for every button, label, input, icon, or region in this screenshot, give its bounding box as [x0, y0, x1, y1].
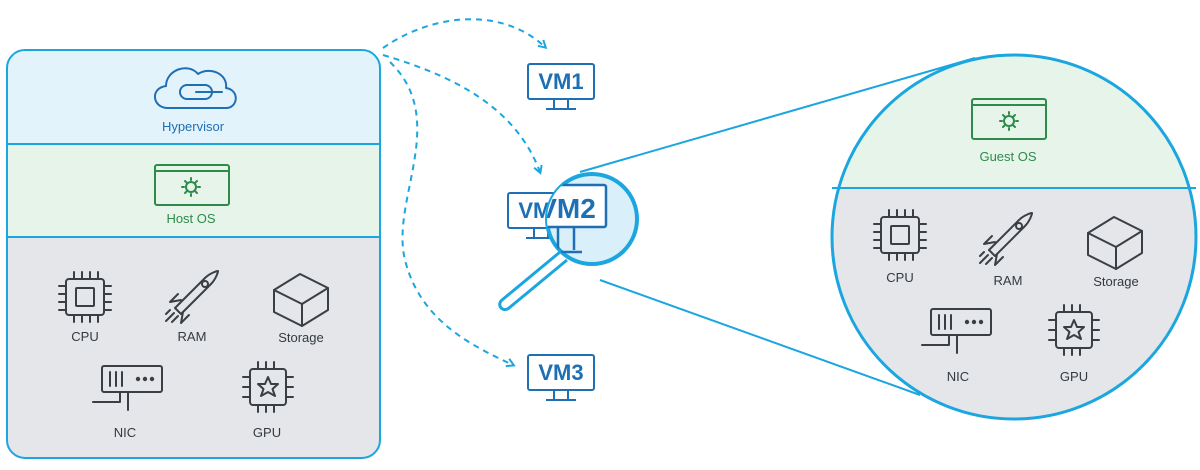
cpu-icon — [58, 271, 112, 323]
gpu-label: GPU — [253, 425, 281, 440]
svg-text:VM2: VM2 — [538, 193, 596, 224]
guest-nic-label: NIC — [947, 369, 969, 384]
network-card-icon — [921, 308, 992, 354]
storage-label: Storage — [278, 330, 324, 345]
magnifier-icon: VM2 — [498, 172, 639, 312]
guest-storage-label: Storage — [1093, 274, 1139, 289]
cpu-label: CPU — [71, 329, 98, 344]
hostos-label: Host OS — [166, 211, 215, 226]
cloud-icon — [154, 67, 237, 109]
cpu-icon — [873, 209, 927, 261]
guestos-label: Guest OS — [979, 149, 1036, 164]
guest-cpu-label: CPU — [886, 270, 913, 285]
network-card-icon — [92, 365, 163, 411]
guestos-section — [832, 55, 1196, 188]
gpu-icon — [242, 361, 294, 413]
hypervisor-label: Hypervisor — [162, 119, 225, 134]
vm2-zoom-detail: Guest OS CPU RAM Storage — [830, 53, 1198, 421]
zoom-line-bottom — [599, 279, 921, 396]
vm-connection-arrows — [382, 18, 545, 365]
vm3-label: VM3 — [538, 360, 583, 385]
ram-label: RAM — [178, 329, 207, 344]
host-machine-panel: Hypervisor Host OS CPU RAM — [6, 49, 381, 459]
vm1-label: VM1 — [538, 69, 583, 94]
arrow-to-vm2 — [382, 54, 540, 172]
gpu-icon — [1048, 304, 1100, 356]
zoom-line-top — [579, 57, 976, 173]
vm1-monitor[interactable]: VM1 — [527, 63, 595, 110]
rocket-icon — [979, 212, 1033, 266]
settings-window-icon — [971, 98, 1047, 140]
guest-ram-label: RAM — [994, 273, 1023, 288]
hardware-section — [7, 237, 380, 458]
rocket-icon — [165, 270, 219, 324]
guest-gpu-label: GPU — [1060, 369, 1088, 384]
storage-icon — [1087, 216, 1143, 270]
storage-icon — [273, 273, 329, 327]
settings-window-icon — [154, 164, 230, 206]
arrow-to-vm1 — [382, 18, 545, 48]
nic-label: NIC — [114, 425, 136, 440]
vm3-monitor[interactable]: VM3 — [527, 354, 595, 401]
hypervisor-section — [7, 50, 380, 144]
arrow-to-vm3 — [389, 61, 513, 365]
